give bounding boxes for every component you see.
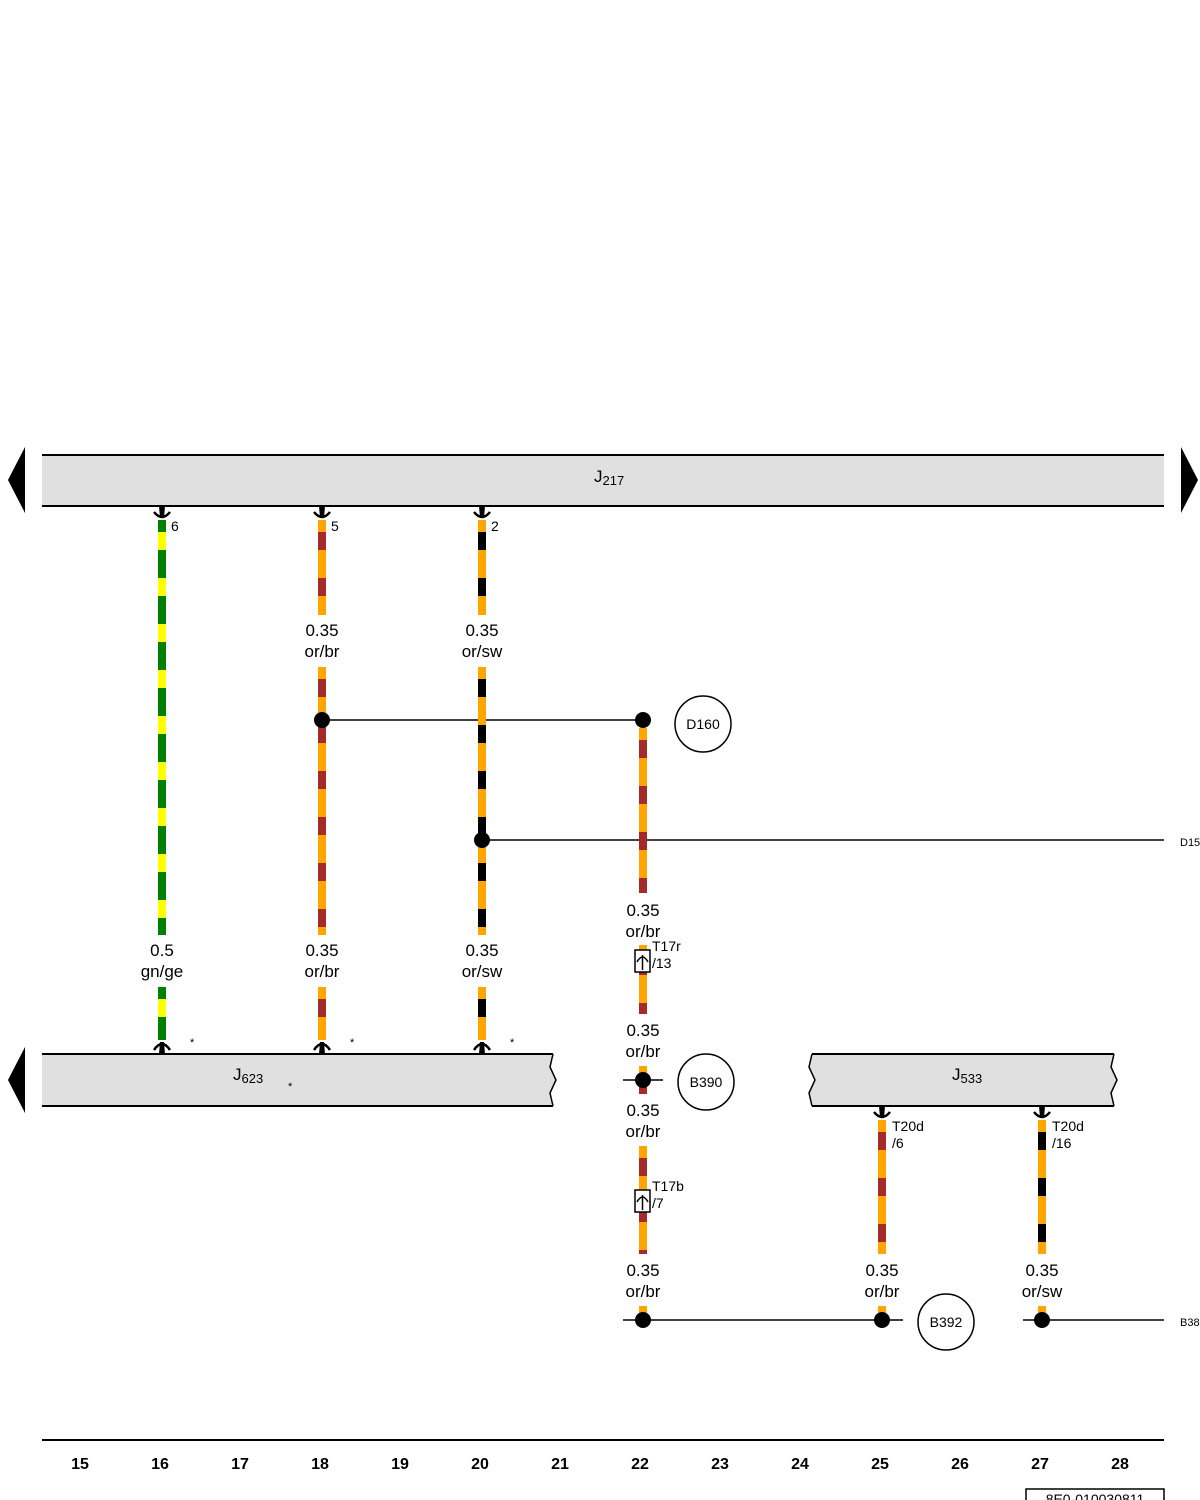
svg-text:D160: D160: [686, 716, 720, 732]
pin-connector-icon: [312, 1042, 332, 1054]
pin-label-t20d-16-line2: /16: [1052, 1135, 1072, 1151]
component-j217[interactable]: J217: [42, 454, 1164, 507]
wire-size-label: 0.5: [150, 941, 174, 960]
grid-number: 26: [951, 1456, 969, 1473]
wire-color-label: or/sw: [462, 962, 503, 981]
junction-b390[interactable]: B390: [677, 1053, 735, 1111]
doc-id: 8E0-010030811: [1046, 1491, 1145, 1500]
connector-t17b-icon[interactable]: [634, 1189, 651, 1213]
pin-connector-icon: [473, 506, 491, 519]
grid-number: 22: [631, 1456, 649, 1473]
connector-t17r-icon[interactable]: [634, 949, 651, 973]
grid-numbers: 15 16 17 18 19 20 21 22 23 24 25 26 27 28: [71, 1456, 1129, 1473]
j623-asterisk: *: [288, 1081, 293, 1093]
wire-color-label: or/br: [305, 642, 340, 661]
grid-number: 20: [471, 1456, 489, 1473]
wire-color-label: or/br: [865, 1282, 900, 1301]
wire-color-label: or/br: [626, 1042, 661, 1061]
prev-page-arrow-upper[interactable]: [8, 447, 25, 513]
pin-label-j217-2: 2: [491, 518, 499, 534]
pin-mark-j623-16: *: [190, 1037, 195, 1049]
next-page-arrow[interactable]: [1181, 447, 1198, 513]
grid-number: 25: [871, 1456, 889, 1473]
wire-size-label: 0.35: [465, 621, 498, 640]
pin-mark-j623-20: *: [510, 1037, 515, 1049]
pin-label-t20d-16-line1: T20d: [1052, 1118, 1084, 1134]
junction-b392[interactable]: B392: [917, 1293, 975, 1351]
wire-size-label: 0.35: [305, 941, 338, 960]
wire-color-label: or/sw: [462, 642, 503, 661]
pin-connector-icon: [1033, 1106, 1051, 1119]
pin-label-t20d-6-line2: /6: [892, 1135, 904, 1151]
junction-d160[interactable]: D160: [674, 695, 732, 753]
wire-size-label: 0.35: [465, 941, 498, 960]
pin-label-t20d-6-line1: T20d: [892, 1118, 924, 1134]
connector-t17r-label-2: /13: [652, 955, 672, 971]
pin-connector-icon: [313, 506, 331, 519]
svg-text:B392: B392: [930, 1314, 963, 1330]
svg-text:B390: B390: [690, 1074, 723, 1090]
wire-color-label: or/br: [305, 962, 340, 981]
grid-number: 18: [311, 1456, 329, 1473]
doc-id-box: 8E0-010030811: [1025, 1488, 1165, 1500]
wire-size-label: 0.35: [626, 1101, 659, 1120]
j623-label: J623: [233, 1065, 263, 1086]
pin-connector-icon: [153, 506, 171, 519]
junction-dot: [874, 1312, 890, 1328]
wire-color-label: or/br: [626, 922, 661, 941]
wire-color-label: gn/ge: [141, 962, 184, 981]
grid-number: 27: [1031, 1456, 1049, 1473]
pin-connector-icon: [472, 1042, 492, 1054]
junction-dot: [635, 1072, 651, 1088]
pin-mark-j623-18: *: [350, 1037, 355, 1049]
grid-number: 24: [791, 1456, 809, 1473]
component-j533[interactable]: J533: [808, 1053, 1118, 1107]
connector-t17b-label-2: /7: [652, 1195, 664, 1211]
wire-color-label: or/br: [626, 1282, 661, 1301]
wire-size-label: 0.35: [865, 1261, 898, 1280]
pin-label-j217-6: 6: [171, 518, 179, 534]
connector-t17b-label-1: T17b: [652, 1178, 684, 1194]
grid-number: 21: [551, 1456, 569, 1473]
wire-color-label: or/br: [626, 1122, 661, 1141]
wire-size-label: 0.35: [305, 621, 338, 640]
ref-b38[interactable]: B38: [1180, 1317, 1200, 1329]
pin-connector-icon: [152, 1042, 172, 1054]
pin-connector-icon: [873, 1106, 891, 1119]
junction-dot: [635, 712, 651, 728]
grid-number: 15: [71, 1456, 89, 1473]
grid-number: 17: [231, 1456, 249, 1473]
prev-page-arrow-lower[interactable]: [8, 1047, 25, 1113]
ref-d15[interactable]: D15: [1180, 837, 1200, 849]
junction-dot: [1034, 1312, 1050, 1328]
wire-size-label: 0.35: [626, 1021, 659, 1040]
component-j623[interactable]: J623 *: [42, 1053, 557, 1107]
grid-number: 28: [1111, 1456, 1129, 1473]
junction-dot: [635, 1312, 651, 1328]
junction-dot: [314, 712, 330, 728]
wire-color-label: or/sw: [1022, 1282, 1063, 1301]
j533-label: J533: [952, 1065, 982, 1086]
grid-number: 23: [711, 1456, 729, 1473]
grid-number: 16: [151, 1456, 169, 1473]
j217-label: J217: [594, 467, 624, 488]
grid-number: 19: [391, 1456, 409, 1473]
connector-t17r-label-1: T17r: [652, 938, 681, 954]
junction-dot: [474, 832, 490, 848]
wire-size-label: 0.35: [626, 1261, 659, 1280]
wire-size-label: 0.35: [626, 901, 659, 920]
pin-label-j217-5: 5: [331, 518, 339, 534]
wire-size-label: 0.35: [1025, 1261, 1058, 1280]
